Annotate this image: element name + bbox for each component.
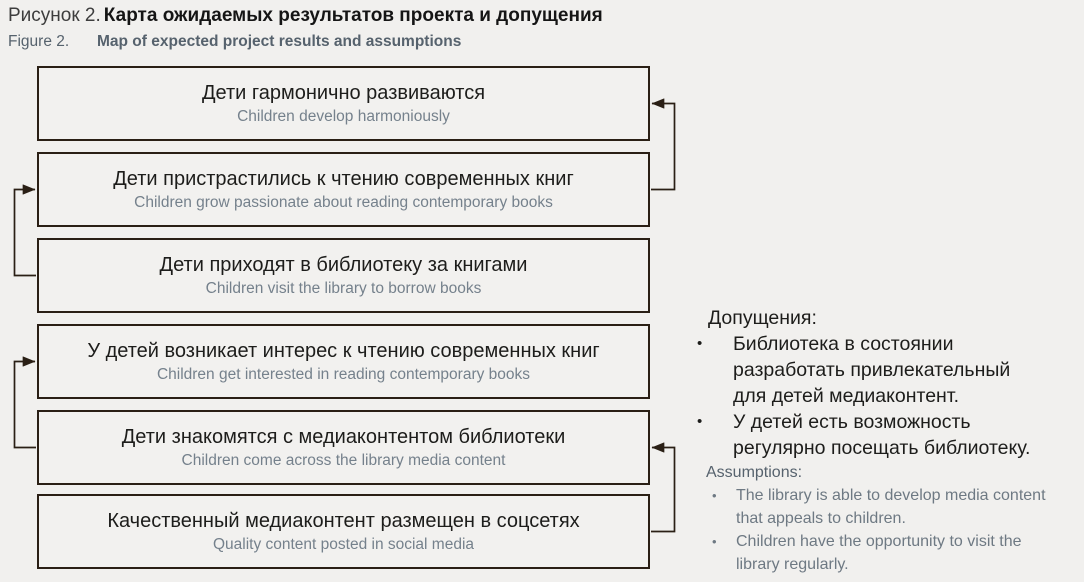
assumption-text-ru: У детей есть возможность регулярно посещ… xyxy=(733,411,1031,459)
assumption-item-en: • The library is able to develop media c… xyxy=(690,484,1083,530)
result-box-en-label: Children get interested in reading conte… xyxy=(156,365,531,383)
result-box-quality-content-posted: Качественный медиаконтент размещен в соц… xyxy=(37,494,650,569)
figure-header: Рисунок 2.Карта ожидаемых результатов пр… xyxy=(8,3,603,52)
bullet-icon: • xyxy=(712,488,717,503)
assumptions-panel: Допущения: • Библиотека в состоянии разр… xyxy=(690,305,1083,576)
result-box-en-label: Children visit the library to borrow boo… xyxy=(205,279,482,297)
result-box-en-label: Quality content posted in social media xyxy=(212,535,475,553)
result-box-ru-label: Дети приходят в библиотеку за книгами xyxy=(159,253,528,276)
bullet-icon: • xyxy=(697,335,703,352)
assumption-text-en: The library is able to develop media con… xyxy=(736,487,1046,527)
assumption-item-en: • Children have the opportunity to visit… xyxy=(690,530,1083,576)
figure-title-ru-main: Карта ожидаемых результатов проекта и до… xyxy=(103,5,603,26)
assumptions-heading-ru: Допущения: xyxy=(708,307,817,329)
assumption-item-ru: • У детей есть возможность регулярно пос… xyxy=(690,409,1083,461)
result-box-children-visit-library: Дети приходят в библиотеку за книгами Ch… xyxy=(37,238,650,313)
figure-title-en-main: Map of expected project results and assu… xyxy=(97,33,462,50)
result-box-children-media-content: Дети знакомятся с медиаконтентом библиот… xyxy=(37,410,650,485)
result-box-children-interested: У детей возникает интерес к чтению совре… xyxy=(37,324,650,399)
bullet-icon: • xyxy=(712,534,717,549)
result-box-ru-label: Дети гармонично развиваются xyxy=(201,81,486,104)
result-box-children-passionate: Дети пристрастились к чтению современных… xyxy=(37,152,650,227)
figure-number-ru: Рисунок 2. xyxy=(8,5,101,26)
assumptions-heading-en: Assumptions: xyxy=(706,464,803,481)
result-box-children-develop: Дети гармонично развиваются Children dev… xyxy=(37,66,650,141)
assumption-text-ru: Библиотека в состоянии разработать привл… xyxy=(733,333,1011,407)
assumption-item-ru: • Библиотека в состоянии разработать при… xyxy=(690,331,1083,409)
figure-number-en: Figure 2. xyxy=(8,33,70,50)
result-box-en-label: Children grow passionate about reading c… xyxy=(134,193,553,211)
figure-title-en: Figure 2. Map of expected project results… xyxy=(8,32,603,52)
figure-title-ru: Рисунок 2.Карта ожидаемых результатов пр… xyxy=(8,3,603,28)
assumption-text-en: Children have the opportunity to visit t… xyxy=(736,533,1022,573)
result-box-en-label: Children come across the library media c… xyxy=(181,451,506,469)
result-box-ru-label: У детей возникает интерес к чтению совре… xyxy=(87,339,600,362)
result-box-ru-label: Дети знакомятся с медиаконтентом библиот… xyxy=(121,425,566,448)
result-box-ru-label: Дети пристрастились к чтению современных… xyxy=(113,167,574,190)
result-box-en-label: Children develop harmoniously xyxy=(237,107,450,125)
bullet-icon: • xyxy=(697,413,703,430)
result-box-ru-label: Качественный медиаконтент размещен в соц… xyxy=(107,509,580,532)
